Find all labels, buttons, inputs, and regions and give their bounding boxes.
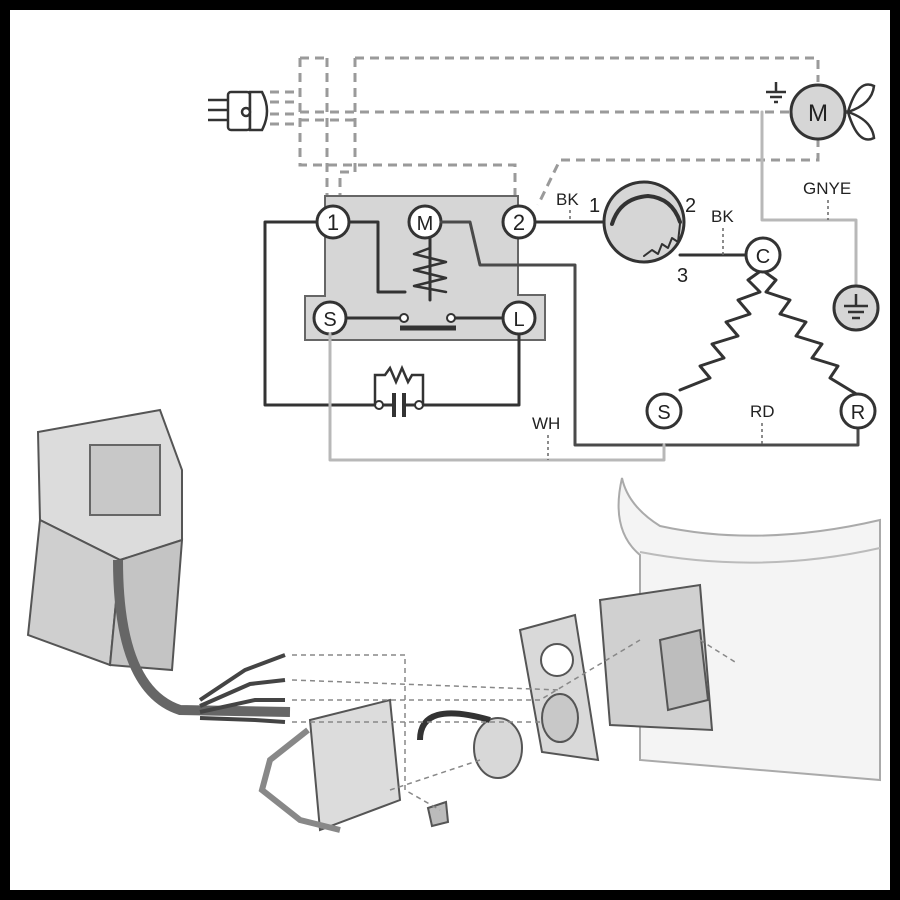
relay-terminal-l: L bbox=[501, 300, 537, 336]
svg-text:L: L bbox=[513, 309, 524, 331]
wire-wh bbox=[328, 332, 666, 462]
ground-wire bbox=[760, 110, 858, 292]
fan-blade-icon bbox=[846, 83, 876, 141]
wire-label-bk-left: BK bbox=[556, 190, 579, 209]
compressor-windings: C S R bbox=[645, 236, 877, 430]
svg-text:2: 2 bbox=[685, 195, 696, 217]
dashed-power-lines bbox=[270, 56, 820, 206]
svg-text:3: 3 bbox=[677, 265, 688, 287]
svg-text:R: R bbox=[851, 402, 865, 424]
start-relay: 1 M 2 S L bbox=[304, 195, 546, 341]
relay-terminal-2: 2 bbox=[501, 204, 537, 240]
compressor-terminal-c: C bbox=[744, 236, 782, 274]
svg-text:1: 1 bbox=[327, 210, 339, 235]
relay-terminal-s: S bbox=[312, 300, 348, 336]
compressor-terminal-s: S bbox=[645, 392, 683, 430]
wire-cap-left bbox=[263, 220, 377, 407]
plug-icon bbox=[208, 90, 269, 132]
exploded-parts-illustration bbox=[26, 408, 881, 833]
overload-protector: 1 2 3 bbox=[589, 180, 696, 287]
wire-label-bk-right: BK bbox=[711, 207, 734, 226]
fan-motor-label: M bbox=[808, 100, 828, 127]
svg-text:C: C bbox=[756, 246, 770, 268]
wire-label-rd: RD bbox=[750, 402, 775, 421]
ground-icon bbox=[766, 82, 786, 104]
wire-label-gnye: GNYE bbox=[803, 179, 851, 198]
svg-text:M: M bbox=[417, 213, 434, 235]
wire-label-wh: WH bbox=[532, 414, 560, 433]
fan-motor-icon bbox=[789, 83, 847, 141]
wire-cap-right bbox=[417, 332, 521, 407]
svg-text:S: S bbox=[323, 309, 336, 331]
ground-icon bbox=[832, 284, 880, 332]
assembly-guides bbox=[291, 639, 736, 811]
relay-terminal-m: M bbox=[407, 204, 443, 240]
wire-rd bbox=[439, 220, 860, 447]
resistor-icon bbox=[373, 364, 425, 405]
relay-terminal-1: 1 bbox=[315, 204, 351, 240]
svg-text:1: 1 bbox=[589, 195, 600, 217]
svg-text:2: 2 bbox=[513, 210, 525, 235]
compressor-terminal-r: R bbox=[839, 392, 877, 430]
svg-text:S: S bbox=[657, 402, 670, 424]
fan-motor: M bbox=[789, 83, 876, 141]
